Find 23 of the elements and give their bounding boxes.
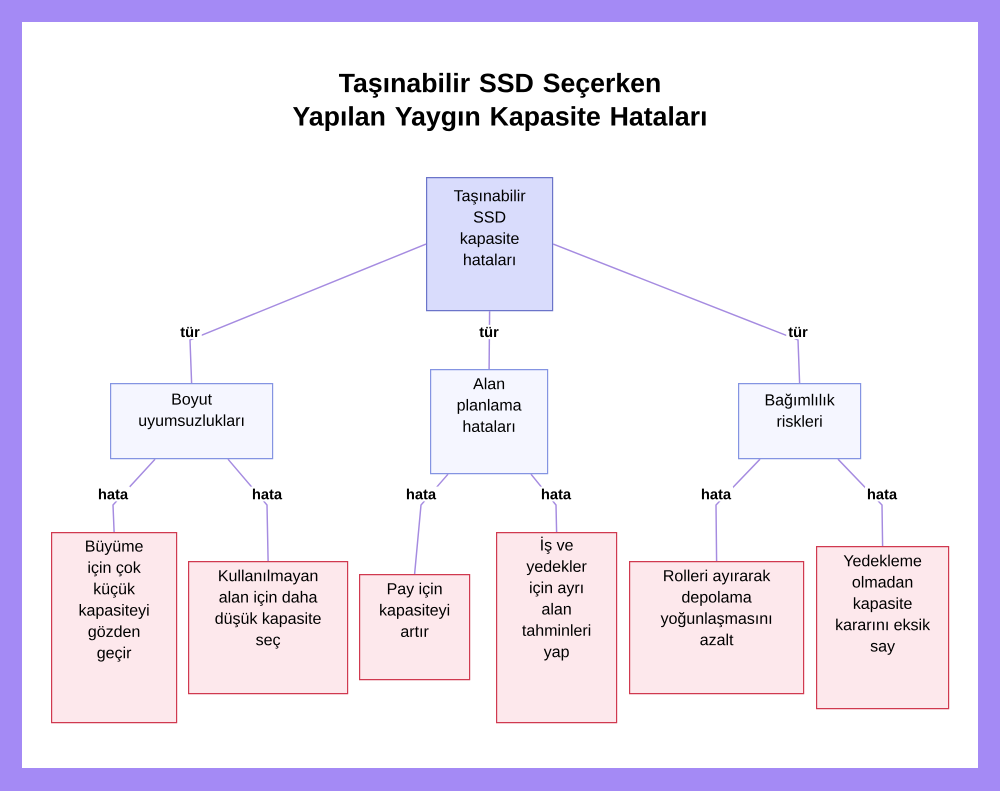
error-box: Pay için kapasiteyi artır — [359, 574, 470, 680]
error-box: İş ve yedekler için ayrı alan tahminleri yap — [496, 532, 618, 724]
edge-label: hata — [864, 486, 900, 502]
edge-label: tür — [786, 324, 810, 340]
edge-label: tür — [178, 324, 202, 340]
connector — [488, 311, 490, 369]
error-box: Yedekleme olmadan kapasite kararını eksik say — [816, 546, 950, 710]
edge-label: tür — [477, 324, 501, 340]
title: Taşınabilir SSD Seçerken Yapılan Yaygın Kapasite Hataları — [292, 72, 706, 132]
connector — [552, 243, 800, 384]
error-box: Rolleri ayırarak depolama yoğunlaşmasını azalt — [629, 561, 804, 694]
category-box: Bağımlılık riskleri — [738, 383, 862, 460]
root-box: Taşınabilir SSD kapasite hataları — [426, 177, 554, 312]
edge-label: hata — [404, 486, 438, 502]
connector — [189, 243, 426, 384]
edge-label: hata — [96, 486, 130, 502]
category-box: Boyut uyumsuzlukları — [110, 383, 274, 460]
edge-label: hata — [698, 486, 734, 502]
edge-label: hata — [538, 486, 574, 502]
category-box: Alan planlama hataları — [430, 369, 548, 474]
error-box: Kullanılmayan alan için daha düşük kapasite seç — [188, 561, 348, 694]
edge-label: hata — [250, 486, 284, 502]
error-box: Büyüme için çok küçük kapasiteyi gözden geçir — [51, 532, 178, 724]
